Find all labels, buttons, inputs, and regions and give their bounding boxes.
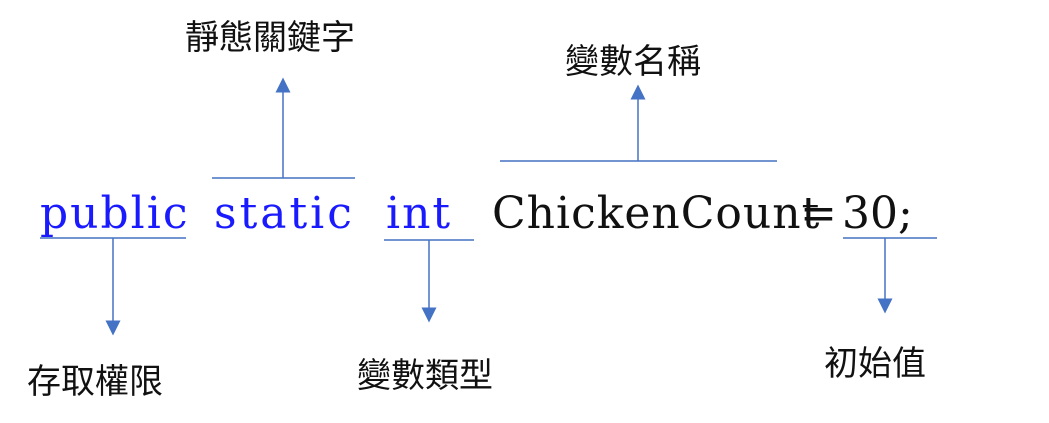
label-static-keyword: 靜態關鍵字	[185, 18, 355, 58]
code-type-keyword: int	[386, 188, 453, 239]
code-equals: =	[800, 188, 837, 239]
code-static-keyword: static	[214, 188, 355, 239]
code-access-modifier: public	[40, 188, 190, 239]
label-initial-value: 初始值	[824, 344, 926, 384]
label-variable-type: 變數類型	[357, 356, 493, 396]
code-variable-name: ChickenCount	[492, 188, 821, 239]
label-access-modifier: 存取權限	[27, 362, 163, 402]
code-initial-value: 30;	[842, 188, 913, 239]
label-variable-name: 變數名稱	[565, 42, 701, 82]
